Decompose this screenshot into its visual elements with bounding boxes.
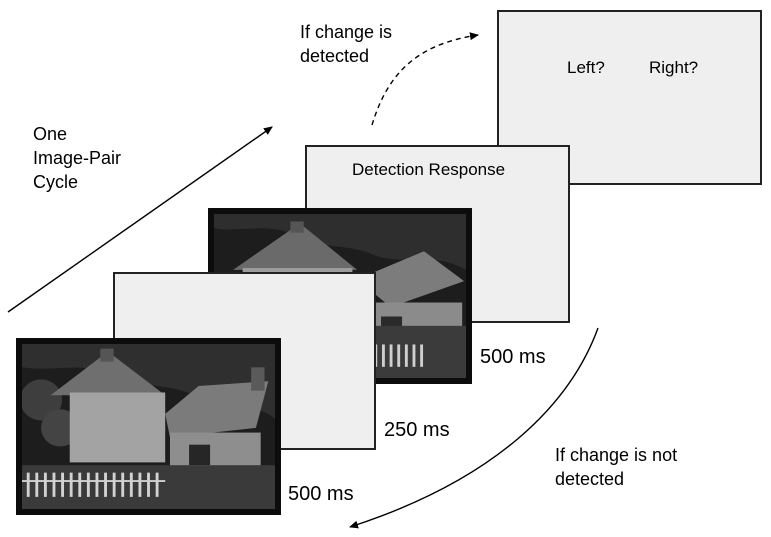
cycle-label: One Image-Pair Cycle: [33, 122, 121, 194]
not-detected-label-line-1: If change is not: [555, 445, 678, 465]
duration-image-a: 500 ms: [288, 483, 354, 505]
detection-response-title: Detection Response: [352, 160, 506, 179]
not-detected-label-line-2: detected: [555, 469, 625, 489]
left-option: Left?: [567, 58, 605, 77]
detected-label: If change is detected: [300, 20, 392, 68]
duration-blank: 250 ms: [384, 419, 450, 441]
cycle-label-line-3: Cycle: [33, 172, 79, 192]
house-photo-a: [22, 344, 275, 509]
cycle-label-line-2: Image-Pair: [33, 148, 122, 168]
detected-label-line-1: If change is: [300, 22, 393, 42]
cycle-label-line-1: One: [33, 124, 68, 144]
duration-image-b: 500 ms: [480, 346, 546, 368]
right-option: Right?: [649, 58, 699, 77]
scene-image-a: [16, 338, 281, 515]
not-detected-label: If change is not detected: [555, 443, 677, 491]
detected-label-line-2: detected: [300, 46, 370, 66]
